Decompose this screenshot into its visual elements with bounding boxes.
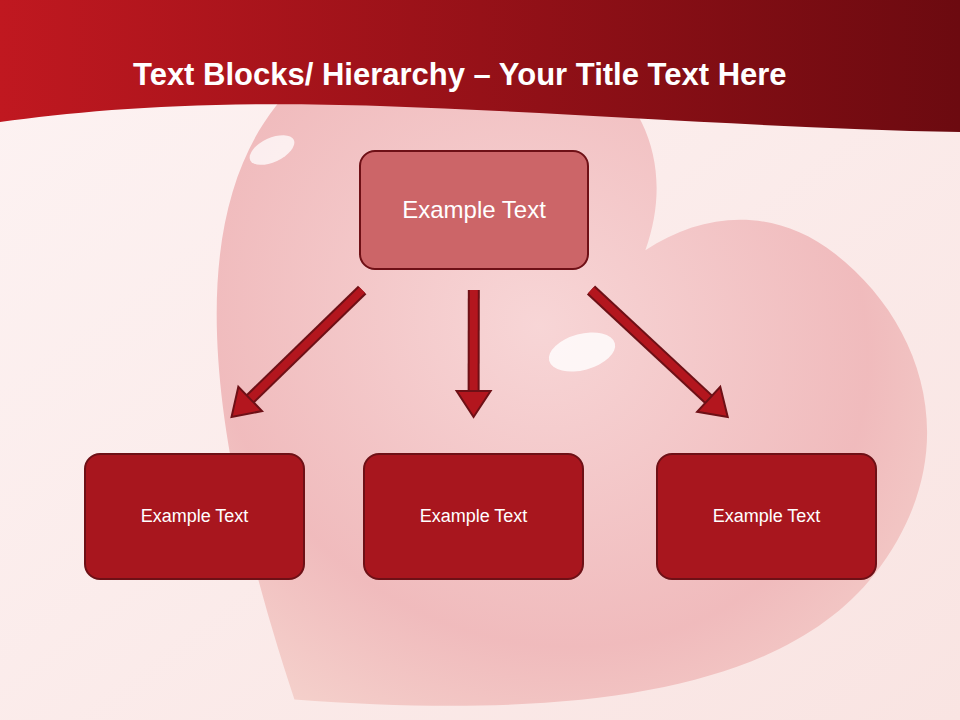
box-label: Example Text [713,506,821,528]
child-box: Example Text [363,453,584,580]
arrow-shaft [470,290,478,395]
box-label: Example Text [420,506,528,528]
slide-title: Text Blocks/ Hierarchy – Your Title Text… [133,56,787,93]
box-label: Example Text [141,506,249,528]
child-box: Example Text [84,453,305,580]
heart-highlight [245,129,299,171]
heart-highlight [544,326,619,378]
arrow-head [697,387,728,417]
arrow-outline [591,290,712,402]
hierarchy-arrow [232,290,363,417]
hierarchy-arrow [457,290,491,417]
hierarchy-arrow [591,290,728,417]
arrow-head [232,387,262,417]
arrow-shaft [591,290,712,402]
child-box: Example Text [656,453,877,580]
title-band [0,0,960,132]
arrow-head [457,391,491,417]
arrow-outline [247,290,362,402]
arrow-outline [468,290,480,395]
parent-box: Example Text [359,150,589,270]
arrow-shaft [247,290,362,402]
box-label: Example Text [402,196,546,225]
